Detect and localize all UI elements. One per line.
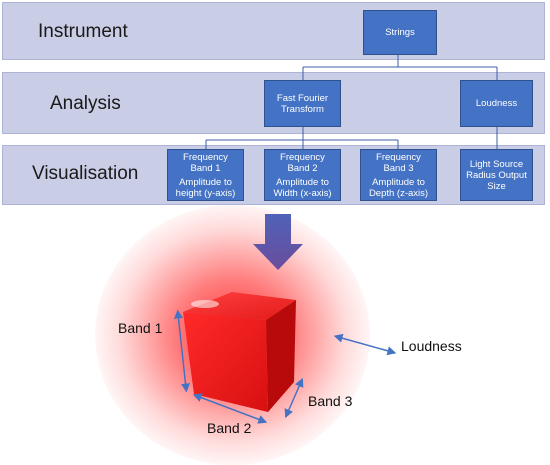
strings-node-text: Strings — [385, 27, 415, 38]
instrument-label: Instrument — [38, 21, 128, 42]
band1-node-detail: Amplitude to height (y-axis) — [175, 176, 236, 199]
fft-node: Fast Fourier Transform — [264, 80, 341, 127]
band2-node: Frequency Band 2 Amplitude to Width (x-a… — [264, 149, 341, 201]
loudness-node: Loudness — [460, 80, 533, 127]
band3-node-detail: Amplitude to Depth (z-axis) — [368, 176, 429, 199]
loudness-node-text: Loudness — [475, 98, 518, 109]
analysis-label: Analysis — [50, 93, 121, 114]
band3-node: Frequency Band 3 Amplitude to Depth (z-a… — [360, 149, 437, 201]
band2-label: Band 2 — [207, 420, 252, 436]
instrument-row — [2, 2, 545, 60]
band2-node-detail: Amplitude to Width (x-axis) — [273, 176, 332, 199]
light-source-node-text: Light Source Radius Output Size — [466, 158, 527, 192]
loudness-label: Loudness — [401, 338, 462, 354]
fft-node-text: Fast Fourier Transform — [276, 92, 329, 115]
visualisation-label: Visualisation — [32, 163, 139, 184]
band1-node: Frequency Band 1 Amplitude to height (y-… — [167, 149, 244, 201]
band2-node-title: Frequency Band 2 — [280, 151, 325, 174]
band1-node-title: Frequency Band 1 — [183, 151, 228, 174]
band3-node-title: Frequency Band 3 — [376, 151, 421, 174]
band1-label: Band 1 — [118, 320, 163, 336]
strings-node: Strings — [363, 10, 437, 55]
band3-label: Band 3 — [308, 393, 353, 409]
light-source-node: Light Source Radius Output Size — [460, 149, 533, 201]
